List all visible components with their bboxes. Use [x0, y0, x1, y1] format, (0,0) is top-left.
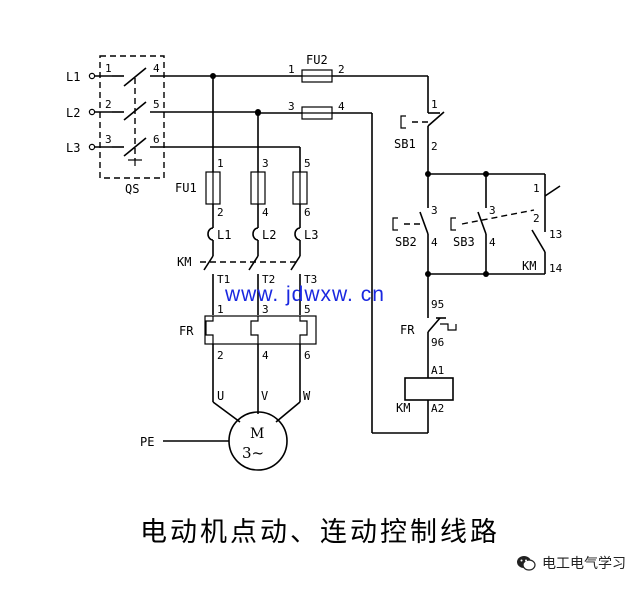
km-out-t2: T2 — [262, 273, 275, 286]
junction-dot — [255, 110, 261, 116]
fu1-top-3: 3 — [262, 157, 269, 170]
sb3-nc-2: 2 — [533, 212, 540, 225]
km-out-t3: T3 — [304, 273, 317, 286]
km-coil-label: KM — [396, 401, 410, 415]
km-main-label: KM — [177, 255, 191, 269]
qs-out-5: 5 — [153, 98, 160, 111]
motor-term-u: U — [217, 389, 224, 403]
km-aux-13: 13 — [549, 228, 562, 241]
qs-in-3: 3 — [105, 133, 112, 146]
line-l2-label: L2 — [66, 106, 80, 120]
fu2-b-4: 4 — [338, 100, 345, 113]
fu2-b-2: 2 — [338, 63, 345, 76]
km-aux-label: KM — [522, 259, 536, 273]
sb2-t2: 4 — [431, 236, 438, 249]
fu1-bot-4: 4 — [262, 206, 269, 219]
motor-phase: 3~ — [242, 444, 264, 462]
fu2-a-1: 1 — [288, 63, 295, 76]
sb3-t2: 4 — [489, 236, 496, 249]
qs-out-6: 6 — [153, 133, 160, 146]
terminal-l3 — [88, 143, 96, 151]
supply-lines: L1 L2 L3 — [66, 70, 112, 155]
qs-enclosure — [99, 55, 165, 179]
km-aux-14: 14 — [549, 262, 563, 275]
fu2-a-3: 3 — [288, 100, 295, 113]
fr-bot-6: 6 — [304, 349, 311, 362]
fr-bot-2: 2 — [217, 349, 224, 362]
sb2-t1: 3 — [431, 204, 438, 217]
motor-symbol: M — [250, 426, 264, 442]
fr-nc-95: 95 — [431, 298, 444, 311]
wechat-icon — [517, 556, 536, 571]
qs-switch: 1 2 3 4 5 6 QS — [99, 55, 300, 196]
qs-in-1: 1 — [105, 62, 112, 75]
control-circuit: 1 2 SB1 3 4 SB2 3 4 SB3 1 2 13 14 — [371, 76, 563, 434]
fu1-bot-2: 2 — [217, 206, 224, 219]
fr-top-3: 3 — [262, 303, 269, 316]
sb1-label: SB1 — [394, 137, 416, 151]
main-circuit: FU1 1 3 5 2 4 6 L1 L2 L3 KM T1 T2 T3 — [140, 73, 318, 471]
fu1-bot-6: 6 — [304, 206, 311, 219]
fu2-fuses: FU2 1 2 3 4 — [213, 53, 428, 120]
sb3-label: SB3 — [453, 235, 475, 249]
fu1-top-1: 1 — [217, 157, 224, 170]
fr-label: FR — [179, 324, 194, 338]
terminal-l1: L1 — [217, 228, 231, 242]
fr-nc-96: 96 — [431, 336, 444, 349]
fu2-label: FU2 — [306, 53, 328, 67]
sb1-t1: 1 — [431, 98, 438, 111]
fu1-label: FU1 — [175, 181, 197, 195]
fr-bot-4: 4 — [262, 349, 269, 362]
sb3-t1: 3 — [489, 204, 496, 217]
motor-term-w: W — [303, 389, 311, 403]
terminal-l2: L2 — [262, 228, 276, 242]
sb2-label: SB2 — [395, 235, 417, 249]
fr-top-5: 5 — [304, 303, 311, 316]
pe-label: PE — [140, 435, 154, 449]
terminal-l2 — [88, 108, 96, 116]
km-coil — [404, 377, 454, 401]
fr-enclosure — [204, 315, 317, 345]
line-l3-label: L3 — [66, 141, 80, 155]
fr-top-1: 1 — [217, 303, 224, 316]
qs-in-2: 2 — [105, 98, 112, 111]
fu1-top-5: 5 — [304, 157, 311, 170]
sb3-button-icon — [450, 217, 456, 231]
km-out-t1: T1 — [217, 273, 230, 286]
terminal-l3: L3 — [304, 228, 318, 242]
sb1-button-icon — [400, 115, 406, 129]
diagram-title: 电动机点动、连动控制线路 — [140, 517, 500, 548]
sb2-button-icon — [392, 217, 398, 231]
fr-nc-label: FR — [400, 323, 415, 337]
line-l1-label: L1 — [66, 70, 80, 84]
brand: 电工电气学习 — [516, 553, 626, 573]
sb1-t2: 2 — [431, 140, 438, 153]
motor-term-v: V — [261, 389, 268, 403]
terminal-l1 — [88, 72, 96, 80]
brand-name: 电工电气学习 — [542, 556, 626, 572]
km-coil-a1: A1 — [431, 364, 444, 377]
qs-label: QS — [125, 182, 139, 196]
qs-out-4: 4 — [153, 62, 160, 75]
watermark: www. jdwxw. cn — [225, 283, 385, 306]
km-coil-a2: A2 — [431, 402, 444, 415]
sb3-nc-1: 1 — [533, 182, 540, 195]
fr-thermal-icon — [440, 323, 457, 331]
